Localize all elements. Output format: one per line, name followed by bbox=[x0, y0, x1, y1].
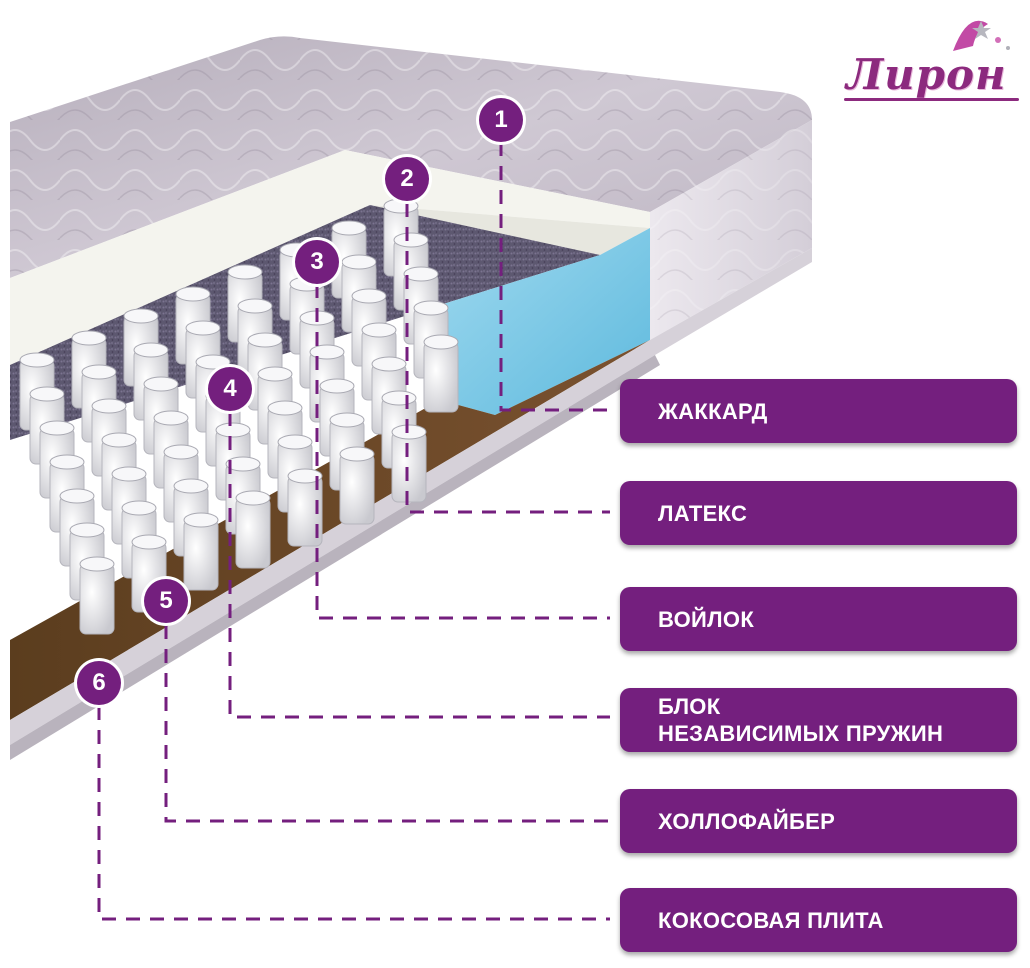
layer-label-coconut: КОКОСОВАЯ ПЛИТА bbox=[620, 888, 1017, 952]
spring-pocket-top bbox=[329, 412, 365, 428]
layer-badge-6: 6 bbox=[77, 661, 121, 705]
spring-pocket-top bbox=[101, 432, 137, 448]
brand-logo: Лирон bbox=[838, 6, 1023, 106]
spring-pocket-top bbox=[351, 288, 387, 304]
spring-pocket-top bbox=[391, 424, 427, 440]
layer-badge-3: 3 bbox=[295, 240, 339, 284]
spring-pocket-top bbox=[163, 444, 199, 460]
spring-pocket-top bbox=[49, 454, 85, 470]
spring-pocket-top bbox=[81, 364, 117, 380]
logo-underline bbox=[844, 98, 1019, 101]
leader-line-1 bbox=[499, 142, 610, 412]
spring-pocket-top bbox=[185, 320, 221, 336]
layer-label-text: КОКОСОВАЯ ПЛИТА bbox=[658, 907, 884, 933]
leader-line-6 bbox=[97, 706, 610, 921]
leader-line-5 bbox=[164, 625, 610, 823]
leader-line-2 bbox=[405, 203, 610, 514]
spring-pocket-top bbox=[339, 446, 375, 462]
latex-layer bbox=[10, 150, 650, 365]
spring-pocket-top bbox=[69, 522, 105, 538]
spring-pocket-top bbox=[287, 468, 323, 484]
spring-pocket-top bbox=[341, 254, 377, 270]
spring-pocket-top bbox=[277, 434, 313, 450]
layer-label-felt: ВОЙЛОК bbox=[620, 587, 1017, 651]
layer-label-text: ЛАТЕКС bbox=[658, 500, 748, 526]
spring-pocket-top bbox=[331, 220, 367, 236]
spring-pocket-top bbox=[235, 490, 271, 506]
spring-pocket-top bbox=[175, 286, 211, 302]
spring-pocket-top bbox=[319, 378, 355, 394]
spring-pocket-top bbox=[393, 232, 429, 248]
layer-label-text: ЖАККАРД bbox=[658, 398, 768, 424]
spring-pocket-top bbox=[227, 264, 263, 280]
spring-pocket-top bbox=[79, 556, 115, 572]
leader-line-3 bbox=[315, 284, 610, 620]
spring-pocket-top bbox=[71, 330, 107, 346]
leader-line-4 bbox=[228, 412, 610, 719]
spring-pocket-top bbox=[131, 534, 167, 550]
spring-pocket-top bbox=[91, 398, 127, 414]
layer-label-text: БЛОК НЕЗАВИСИМЫХ ПРУЖИН bbox=[658, 694, 944, 746]
spring-pocket-top bbox=[59, 488, 95, 504]
spring-pocket-top bbox=[153, 410, 189, 426]
spring-pocket-top bbox=[267, 400, 303, 416]
layer-label-hollofiber: ХОЛЛОФАЙБЕР bbox=[620, 789, 1017, 853]
layer-label-latex: ЛАТЕКС bbox=[620, 481, 1017, 545]
spring-pocket-top bbox=[225, 456, 261, 472]
spring-pocket-top bbox=[423, 334, 459, 350]
layer-badge-4: 4 bbox=[208, 367, 252, 411]
spring-pocket-top bbox=[39, 420, 75, 436]
foam-block bbox=[440, 228, 650, 415]
layer-label-text: ХОЛЛОФАЙБЕР bbox=[658, 808, 836, 834]
spring-pocket-top bbox=[247, 332, 283, 348]
spring-pocket-top bbox=[29, 386, 65, 402]
brand-name: Лирон bbox=[846, 50, 1007, 99]
spring-pocket-top bbox=[111, 466, 147, 482]
spring-pocket-top bbox=[237, 298, 273, 314]
pocket-spring-block bbox=[19, 198, 459, 635]
spring-pocket-top bbox=[19, 352, 55, 368]
spring-pocket-top bbox=[361, 322, 397, 338]
layer-label-spring-block: БЛОК НЕЗАВИСИМЫХ ПРУЖИН bbox=[620, 688, 1017, 752]
spring-pocket-top bbox=[371, 356, 407, 372]
spring-pocket-top bbox=[215, 422, 251, 438]
spring-pocket-top bbox=[195, 354, 231, 370]
spring-pocket-top bbox=[173, 478, 209, 494]
spring-pocket-top bbox=[183, 512, 219, 528]
spring-pocket-top bbox=[257, 366, 293, 382]
spring-pocket-top bbox=[121, 500, 157, 516]
spring-pocket-top bbox=[413, 300, 449, 316]
spring-pocket-top bbox=[309, 344, 345, 360]
spring-pocket-top bbox=[123, 308, 159, 324]
layer-badge-1: 1 bbox=[479, 98, 523, 142]
spring-pocket-top bbox=[143, 376, 179, 392]
layer-label-jacquard: ЖАККАРД bbox=[620, 379, 1017, 443]
spring-pocket-top bbox=[403, 266, 439, 282]
layer-badge-5: 5 bbox=[144, 579, 188, 623]
layer-label-text: ВОЙЛОК bbox=[658, 606, 755, 632]
layer-badge-2: 2 bbox=[385, 157, 429, 201]
spring-pocket-top bbox=[133, 342, 169, 358]
